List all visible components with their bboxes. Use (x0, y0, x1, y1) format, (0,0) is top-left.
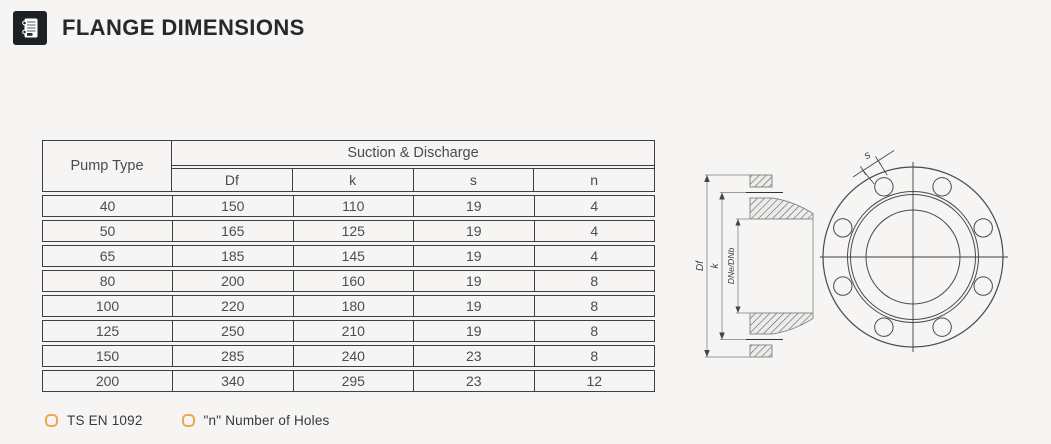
table-cell: 40 (99, 198, 116, 214)
flange-technical-drawing: Df k DNe/DNb (695, 149, 1008, 358)
table-cell: 8 (533, 271, 655, 291)
notebook-icon (13, 11, 47, 45)
table-cell: 200 (172, 271, 293, 291)
flange-front-view: s (820, 149, 1008, 352)
k-dimension-label: k (710, 263, 721, 269)
column-header-df: Df (224, 172, 239, 188)
table-cell: 23 (413, 371, 534, 391)
table-row: 150 285 240 23 8 (42, 345, 655, 367)
table-cell: 4 (533, 246, 655, 266)
table-cell: 295 (292, 371, 414, 391)
table-cell: 12 (533, 371, 655, 391)
table-cell: 19 (413, 271, 534, 291)
table-cell: 8 (533, 296, 655, 316)
hole-size-dimension (852, 150, 895, 185)
bolt-holes (833, 177, 993, 337)
table-cell: 145 (292, 246, 414, 266)
table-cell: 19 (413, 246, 534, 266)
flange-dimensions-table: Pump Type Suction & Discharge Df k s n 4… (42, 140, 655, 392)
table-cell: 100 (95, 298, 120, 314)
footnote-holes: "n" Number of Holes (181, 413, 330, 428)
orange-bullet-icon (45, 414, 58, 427)
footnote-label: "n" Number of Holes (203, 413, 330, 428)
table-cell: 250 (172, 321, 293, 341)
bore-dimension-label: DNe/DNb (726, 248, 736, 285)
table-cell: 240 (292, 346, 414, 366)
s-dimension-label: s (862, 149, 874, 162)
table-cell: 210 (292, 321, 414, 341)
table-cell: 150 (172, 196, 293, 216)
table-header: Pump Type Suction & Discharge Df k s n (42, 140, 655, 192)
suction-discharge-group: Suction & Discharge Df k s n (172, 141, 654, 191)
table-cell: 110 (292, 196, 414, 216)
footnote-standard: TS EN 1092 (45, 413, 143, 428)
table-cell: 185 (172, 246, 293, 266)
column-header-n: n (533, 169, 654, 191)
table-cell: 8 (533, 321, 655, 341)
table-cell: 19 (413, 221, 534, 241)
table-cell: 200 (95, 373, 120, 389)
column-header-s: s (412, 169, 534, 191)
df-dimension-label: Df (695, 260, 706, 271)
table-cell: 19 (413, 196, 534, 216)
table-cell: 125 (95, 323, 120, 339)
table-cell: 4 (533, 196, 655, 216)
flange-section-view: Df k DNe/DNb (695, 174, 814, 358)
table-cell: 80 (99, 273, 116, 289)
pump-type-header: Pump Type (43, 141, 172, 191)
table-row: 65 185 145 19 4 (42, 245, 655, 267)
table-row: 125 250 210 19 8 (42, 320, 655, 342)
column-header-k: k (291, 169, 413, 191)
table-row: 40 150 110 19 4 (42, 195, 655, 217)
group-header: Suction & Discharge (172, 141, 654, 166)
table-cell: 285 (172, 346, 293, 366)
table-cell: 125 (292, 221, 414, 241)
orange-bullet-icon (181, 414, 195, 427)
page-title: FLANGE DIMENSIONS (62, 15, 305, 40)
table-cell: 19 (413, 321, 534, 341)
page-header: FLANGE DIMENSIONS (13, 11, 305, 45)
table-row: 100 220 180 19 8 (42, 295, 655, 317)
footnote-label: TS EN 1092 (67, 413, 143, 428)
table-row: 200 340 295 23 12 (42, 370, 655, 392)
table-cell: 4 (533, 221, 655, 241)
footnotes: TS EN 1092 "n" Number of Holes (45, 413, 329, 428)
table-cell: 50 (99, 223, 116, 239)
table-cell: 150 (95, 348, 120, 364)
table-cell: 23 (413, 346, 534, 366)
table-row: 80 200 160 19 8 (42, 270, 655, 292)
table-cell: 19 (413, 296, 534, 316)
table-cell: 65 (99, 248, 116, 264)
column-header-row: Df k s n (172, 168, 654, 191)
table-cell: 160 (292, 271, 414, 291)
table-cell: 340 (172, 371, 293, 391)
table-cell: 220 (172, 296, 293, 316)
table-row: 50 165 125 19 4 (42, 220, 655, 242)
table-cell: 8 (533, 346, 655, 366)
table-cell: 180 (292, 296, 414, 316)
table-cell: 165 (172, 221, 293, 241)
